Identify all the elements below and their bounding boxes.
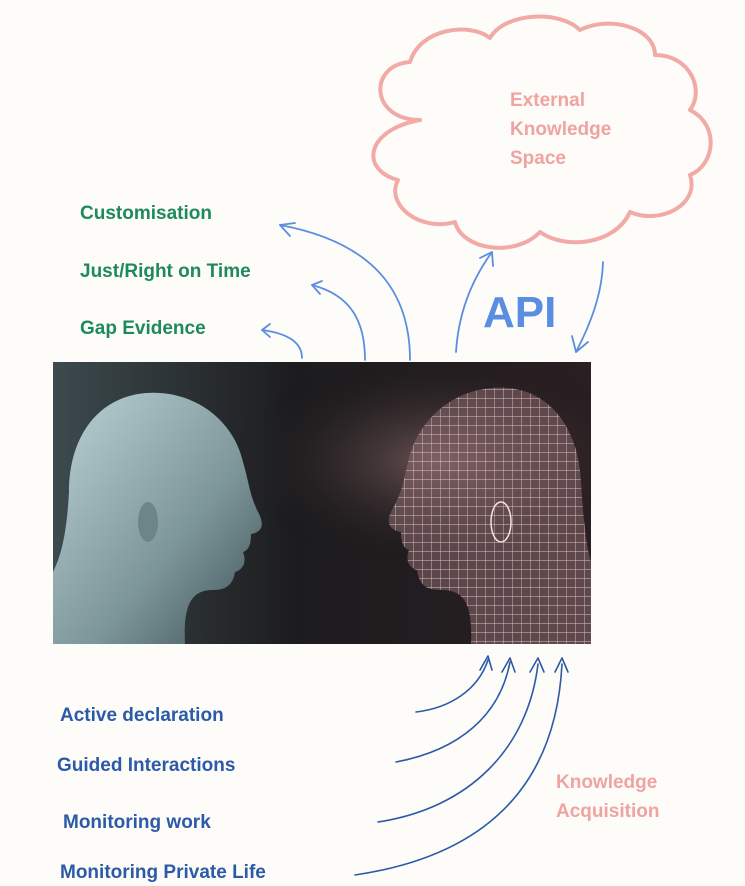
arrow-head-from-cloud: [571, 335, 589, 353]
arrow-from-guided-interactions: [395, 661, 511, 763]
arrow-from-active-declaration: [415, 659, 489, 713]
input-label-monitoring-work: Monitoring work: [63, 812, 211, 833]
cloud-line-1: External: [510, 90, 585, 111]
cloud-shape: [371, 14, 713, 250]
arrow-to-gap-evidence: [261, 329, 303, 359]
arrow-head-monitoring-work: [529, 657, 545, 673]
arrow-head-to-cloud: [479, 251, 494, 267]
arrow-to-just-right-on-time: [311, 284, 366, 361]
arrow-from-monitoring-work: [377, 663, 539, 823]
input-label-monitoring-private-life: Monitoring Private Life: [60, 862, 266, 883]
arrow-head-just-right-on-time: [311, 280, 323, 295]
arrow-head-monitoring-private-life: [554, 657, 569, 673]
arrow-to-cloud: [455, 251, 493, 353]
knowledge-acquisition-label: Knowledge Acquisition: [556, 768, 659, 826]
cloud-line-2: Knowledge: [510, 119, 612, 140]
cloud-text: External Knowledge Space: [510, 86, 611, 173]
arrow-head-guided-interactions: [501, 657, 516, 673]
arrow-from-monitoring-private-life: [354, 663, 563, 876]
human-ai-faces-image: [53, 362, 591, 644]
arrow-head-active-declaration: [479, 655, 493, 671]
arrow-head-gap-evidence: [261, 323, 271, 338]
input-label-guided-interactions: Guided Interactions: [57, 755, 236, 776]
arrow-to-customisation: [279, 224, 411, 361]
api-label: API: [483, 288, 557, 337]
acquisition-line-2: Acquisition: [556, 801, 660, 822]
acquisition-line-1: Knowledge: [556, 772, 658, 793]
output-label-customisation: Customisation: [80, 203, 212, 224]
arrow-from-cloud: [575, 261, 604, 353]
output-label-just-right-on-time: Just/Right on Time: [80, 261, 251, 282]
input-label-active-declaration: Active declaration: [60, 705, 224, 726]
cloud-line-3: Space: [510, 148, 566, 169]
output-label-gap-evidence: Gap Evidence: [80, 318, 206, 339]
arrow-head-customisation: [279, 222, 296, 237]
